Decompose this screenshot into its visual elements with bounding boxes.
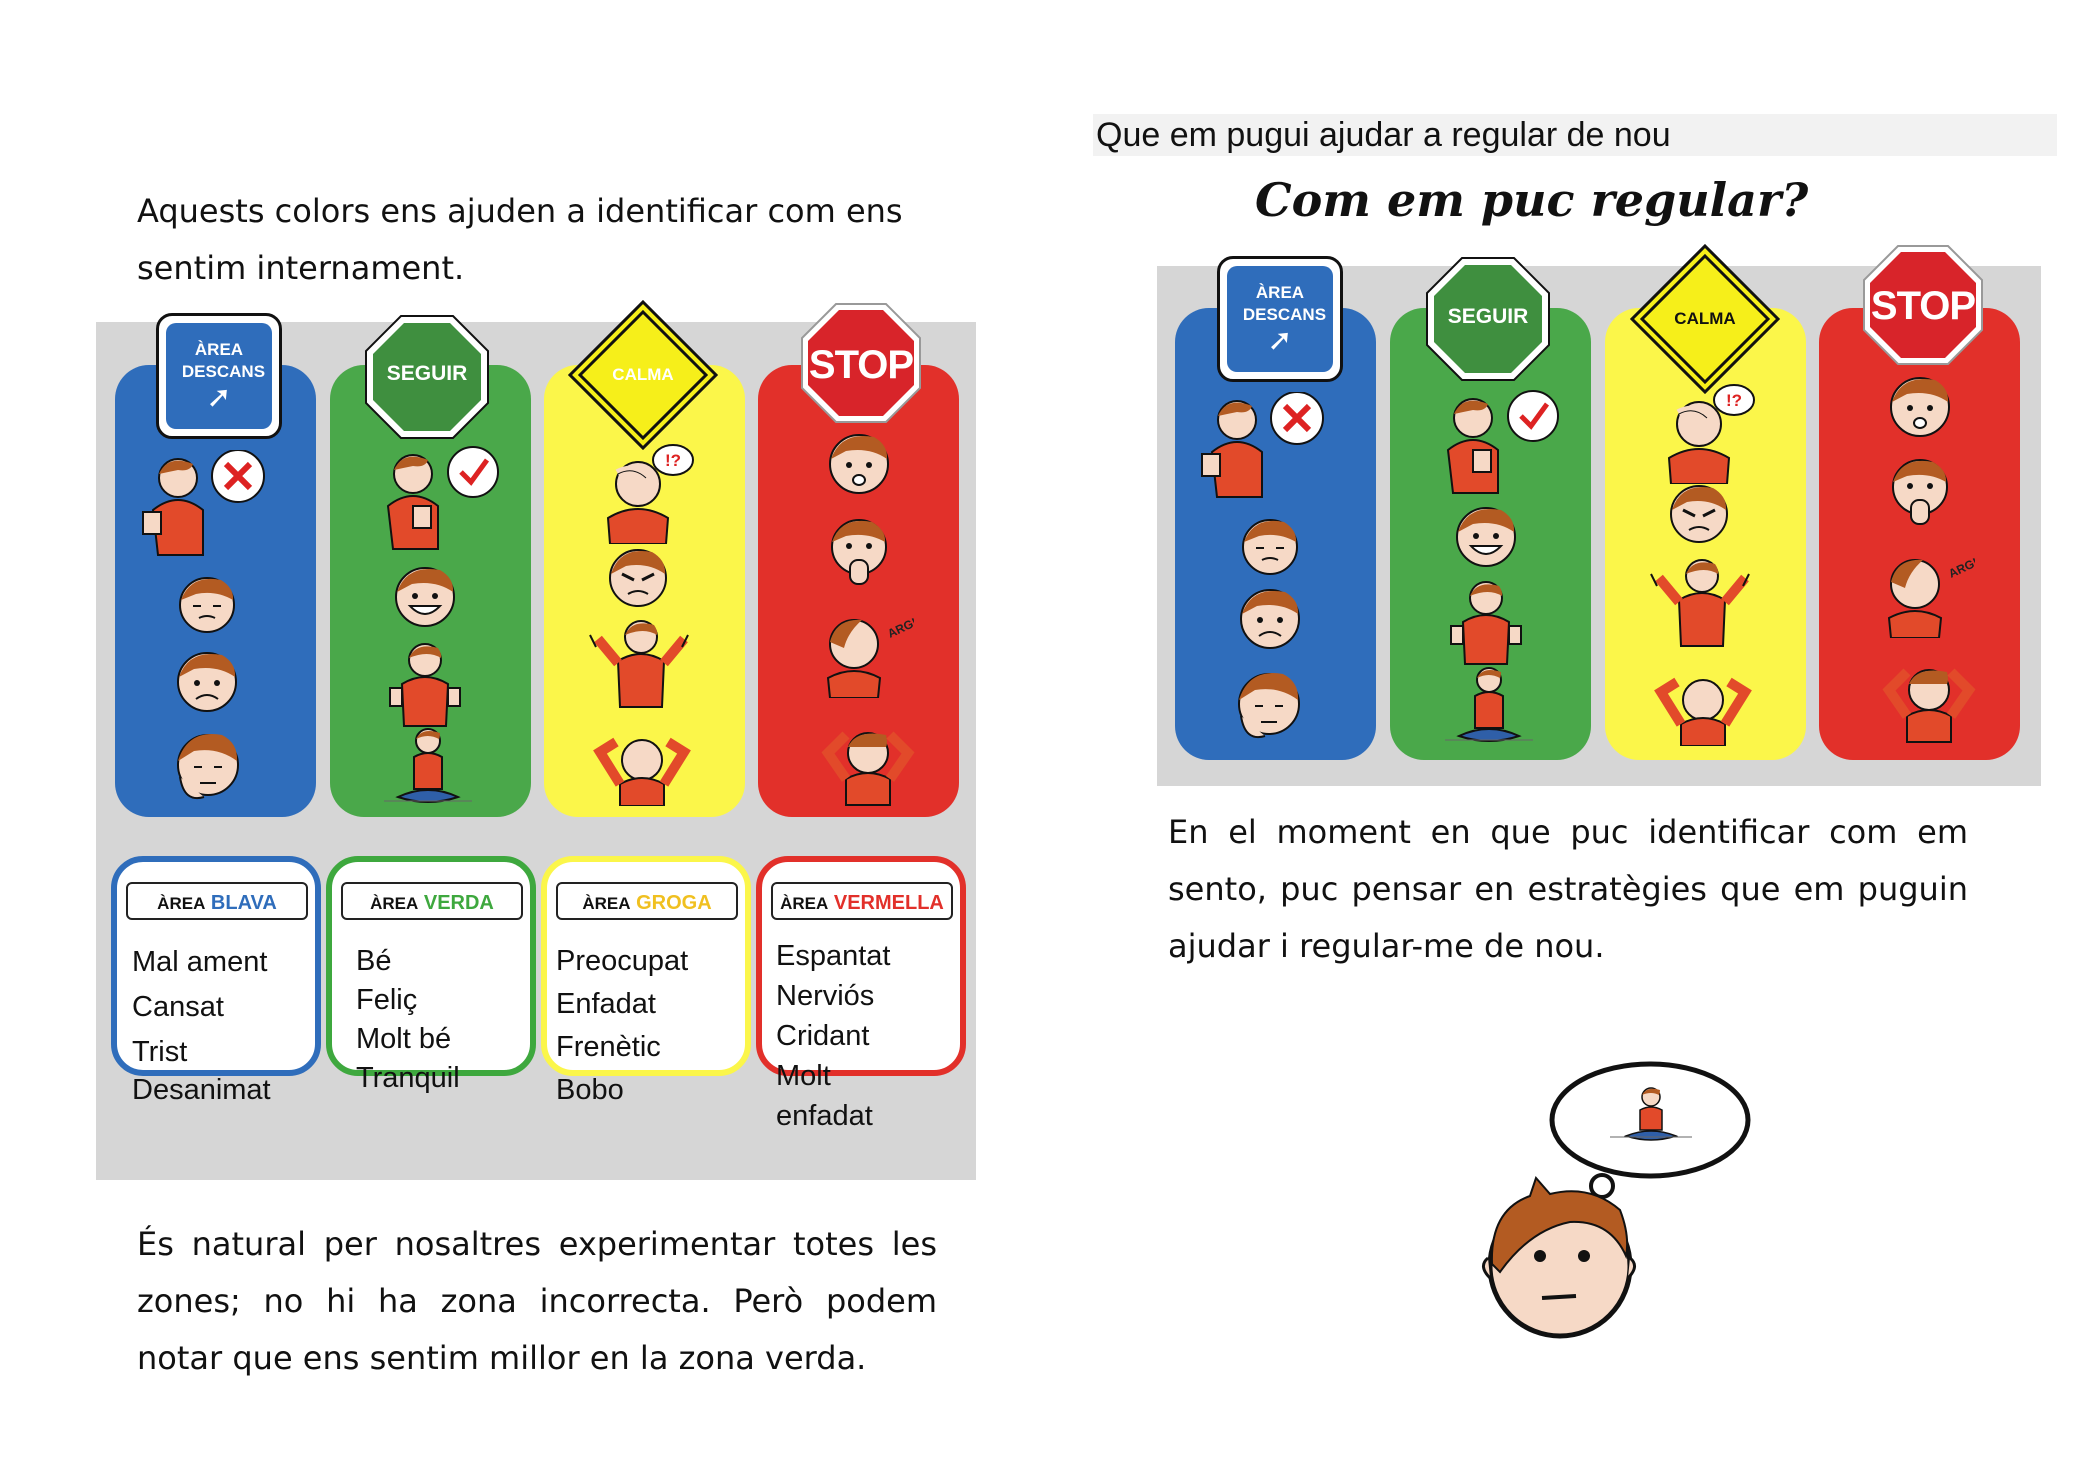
feeling-item: Mal ament — [132, 946, 268, 978]
feeling-item: Espantat — [776, 940, 891, 972]
feeling-item: Cridant — [776, 1020, 870, 1052]
green-area-feelings: Bé Feliç Molt bé Tranquil — [356, 942, 460, 1098]
calm-sitting-boy-icon — [1445, 667, 1533, 742]
shouting-boy-icon: ARG! — [1887, 555, 1975, 638]
blue-area-feelings: Mal ament Cansat Trist Desanimat — [132, 940, 271, 1113]
arrow-icon: ➚ — [1267, 323, 1293, 358]
svg-text:ARG!: ARG! — [1946, 555, 1975, 581]
rest-area-sign-label: ÀREA DESCANS — [181, 340, 266, 381]
feeling-item: Desanimat — [132, 1074, 271, 1106]
left-outro-text: És natural per nosaltres experimentar to… — [137, 1225, 937, 1377]
go-sign — [365, 315, 489, 439]
happy-face-icon — [1456, 507, 1516, 567]
very-angry-boy-icon — [1882, 668, 1976, 743]
very-good-boy-icon — [389, 643, 461, 727]
go-sign — [1426, 257, 1550, 381]
rest-area-sign: ÀREA DESCANS ➚ — [1217, 256, 1343, 382]
feeling-item: Nerviós — [776, 980, 875, 1012]
green-area-card-header: ÀREA VERDA — [341, 882, 523, 920]
red-area-card-header: ÀREA VERMELLA — [771, 882, 953, 920]
angry-face-icon — [609, 549, 667, 607]
go-sign-label: SEGUIR — [386, 362, 468, 385]
feeling-item: Frenètic — [556, 1031, 661, 1063]
nervous-face-icon — [1892, 459, 1948, 525]
left-intro-text: Aquests colors ens ajuden a identificar … — [137, 192, 903, 287]
sad-face-icon — [1240, 589, 1300, 649]
svg-text:!?: !? — [665, 451, 681, 470]
svg-text:ARG!: ARG! — [885, 615, 914, 641]
calm-sign-label: CALMA — [1674, 309, 1736, 328]
right-heading: Que em pugui ajudar a regular de nou — [1096, 116, 1671, 154]
feeling-item: Feliç — [356, 984, 418, 1016]
shouting-boy-icon: ARG! — [826, 615, 914, 698]
worried-boy-icon: !? — [1667, 384, 1755, 484]
thumbs-down-boy-icon — [142, 450, 265, 556]
feeling-item: Bobo — [556, 1074, 624, 1106]
stop-sign — [1863, 245, 1983, 365]
svg-text:!?: !? — [1726, 391, 1742, 410]
scared-face-icon — [829, 434, 889, 494]
calm-sign — [568, 300, 718, 450]
happy-face-icon — [395, 567, 455, 627]
feeling-item: Enfadat — [556, 988, 656, 1020]
feeling-item: enfadat — [776, 1100, 873, 1132]
thinking-boy-icon — [1482, 1061, 1751, 1339]
yellow-area-card-header: ÀREA GROGA — [556, 882, 738, 920]
calm-sign — [1630, 244, 1780, 394]
rest-area-sign-label: ÀREA DESCANS — [1242, 283, 1327, 324]
feeling-item: Molt bé — [356, 1023, 452, 1055]
very-good-boy-icon — [1450, 581, 1522, 665]
red-area-feelings: Espantat Nerviós Cridant Molt enfadat — [776, 936, 890, 1136]
frantic-boy-icon — [1650, 559, 1750, 647]
left-zones-panel: ÀREA DESCANS ➚ SEGUIR CALMA STOP — [96, 300, 976, 1180]
stop-sign — [801, 303, 921, 423]
thumbs-up-boy-icon — [386, 446, 499, 550]
sad-face-icon — [177, 652, 237, 712]
go-sign-label: SEGUIR — [1447, 305, 1529, 328]
feeling-item: Molt — [776, 1060, 831, 1092]
right-body-text: En el moment en que puc identificar com … — [1168, 813, 1968, 965]
discouraged-face-icon — [177, 734, 239, 799]
stop-sign-label: STOP — [1870, 284, 1976, 328]
very-angry-boy-icon — [821, 731, 915, 806]
right-title: Com em puc regular? — [1255, 173, 1809, 227]
silly-boy-icon — [593, 737, 691, 806]
stop-sign-label: STOP — [808, 343, 914, 387]
calm-sitting-boy-icon — [384, 728, 472, 803]
tired-face-icon — [1242, 519, 1298, 575]
thumbs-up-boy-icon — [1446, 390, 1559, 494]
blue-area-card-header: ÀREA BLAVA — [126, 882, 308, 920]
worried-boy-icon: !? — [606, 444, 694, 544]
scared-face-icon — [1890, 377, 1950, 437]
feeling-item: Trist — [132, 1036, 188, 1068]
right-zones-panel: ÀREA DESCANS ➚ SEGUIR CALMA STOP — [1157, 244, 2041, 786]
discouraged-face-icon — [1238, 673, 1300, 738]
silly-boy-icon — [1654, 677, 1752, 746]
yellow-area-feelings: Preocupat Enfadat Frenètic Bobo — [556, 940, 688, 1112]
right-heading-bar — [1093, 114, 2057, 156]
nervous-face-icon — [831, 519, 887, 585]
calm-sign-label: CALMA — [612, 365, 674, 384]
frantic-boy-icon — [589, 620, 689, 708]
thumbs-down-boy-icon — [1201, 392, 1324, 498]
arrow-icon: ➚ — [206, 380, 232, 415]
feeling-item: Bé — [356, 945, 392, 977]
feeling-item: Preocupat — [556, 945, 689, 977]
feeling-item: Cansat — [132, 991, 224, 1023]
angry-face-icon — [1670, 485, 1728, 543]
feeling-item: Tranquil — [356, 1062, 460, 1094]
tired-face-icon — [179, 577, 235, 633]
rest-area-sign: ÀREA DESCANS ➚ — [156, 313, 282, 439]
